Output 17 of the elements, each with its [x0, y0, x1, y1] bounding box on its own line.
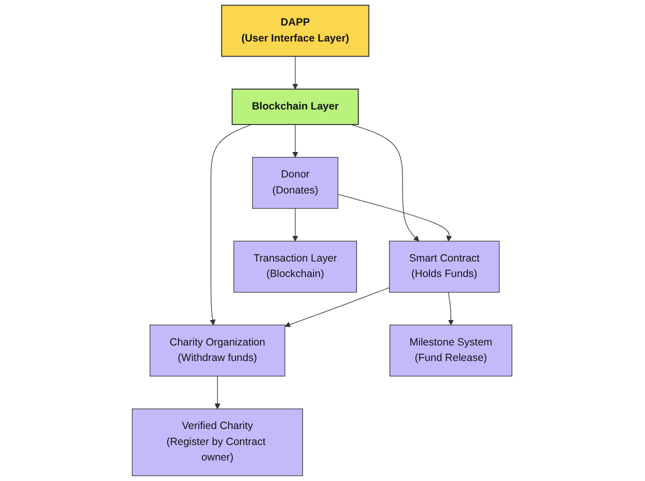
- node-box: Transaction Layer (Blockchain): [234, 240, 358, 293]
- arrow: [292, 124, 299, 158]
- arrow: [210, 124, 252, 326]
- arrow: [338, 194, 452, 242]
- node-box: Blockchain Layer: [232, 88, 360, 125]
- node-box: Donor (Donates): [252, 156, 339, 209]
- node-box: Smart Contract (Holds Funds): [390, 240, 500, 293]
- arrow: [292, 208, 299, 242]
- node-box: Verified Charity (Register by Contract owner): [132, 408, 304, 476]
- arrow: [292, 56, 299, 90]
- arrow: [448, 292, 454, 326]
- arrow: [351, 124, 420, 242]
- arrow: [285, 287, 390, 328]
- node-box: DAPP (User Interface Layer): [222, 4, 370, 57]
- node-box: Charity Organization (Withdraw funds): [150, 324, 286, 376]
- arrow: [214, 376, 221, 410]
- node-box: Milestone System (Fund Release): [390, 324, 513, 376]
